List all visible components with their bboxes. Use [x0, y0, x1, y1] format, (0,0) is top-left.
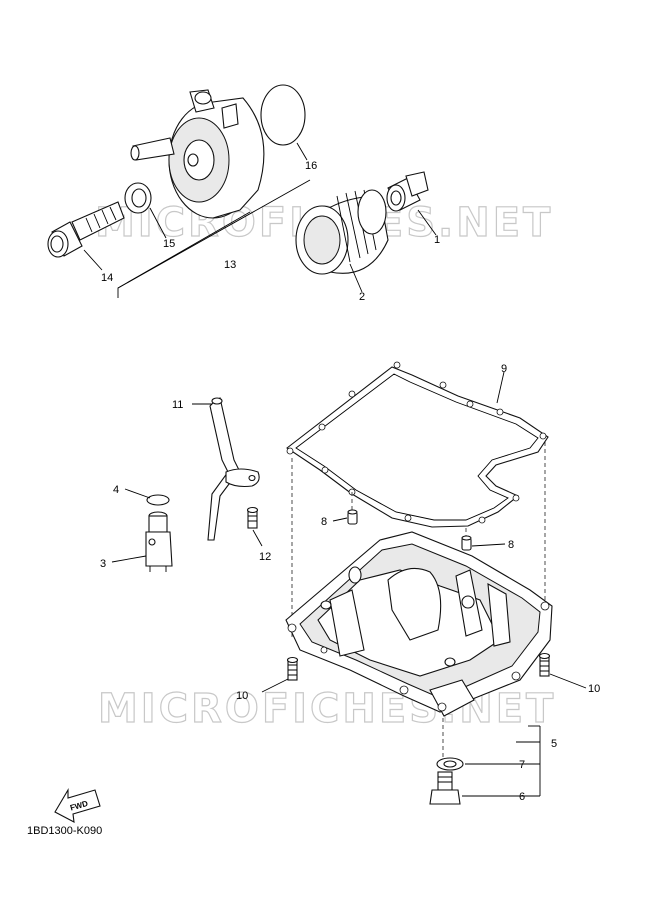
oil-pan — [285, 531, 553, 717]
callout-11: 11 — [172, 399, 183, 411]
bolt-10b — [538, 652, 551, 677]
oil-cooler — [130, 89, 265, 219]
gasket-15 — [124, 182, 152, 214]
callout-9: 9 — [501, 363, 507, 375]
callout-10b: 10 — [588, 683, 600, 695]
strainer-3 — [145, 511, 173, 572]
callout-7: 7 — [519, 759, 525, 771]
callout-5: 5 — [551, 738, 557, 750]
callout-12: 12 — [259, 551, 271, 563]
bolt-10a — [286, 656, 299, 681]
dowel-pin-8a — [347, 509, 358, 525]
callout-10a: 10 — [236, 690, 248, 702]
callout-8a: 8 — [321, 516, 327, 528]
callout-2: 2 — [359, 291, 365, 303]
gasket-7 — [436, 757, 464, 771]
union-bolt-14 — [47, 201, 125, 258]
oil-filter-2 — [295, 189, 389, 275]
o-ring-4 — [146, 494, 170, 506]
oil-pan-gasket-9 — [286, 361, 549, 528]
callout-14: 14 — [101, 272, 113, 284]
callout-13: 13 — [224, 259, 236, 271]
bolt-12 — [246, 506, 259, 529]
callout-8b: 8 — [508, 539, 514, 551]
oil-level-pipe-11 — [207, 397, 260, 541]
drain-bolt-6 — [429, 771, 461, 805]
callout-1: 1 — [434, 234, 440, 246]
callout-15: 15 — [163, 238, 175, 250]
diagram-code: 1BD1300-K090 — [27, 825, 103, 837]
callout-6: 6 — [519, 791, 525, 803]
fwd-arrow-icon: FWD — [54, 787, 101, 823]
union-bolt-1 — [386, 171, 429, 212]
callout-4: 4 — [113, 484, 119, 496]
dowel-pin-8b — [461, 535, 472, 551]
callout-16: 16 — [305, 160, 317, 172]
o-ring-16 — [260, 84, 306, 146]
callout-3: 3 — [100, 558, 106, 570]
